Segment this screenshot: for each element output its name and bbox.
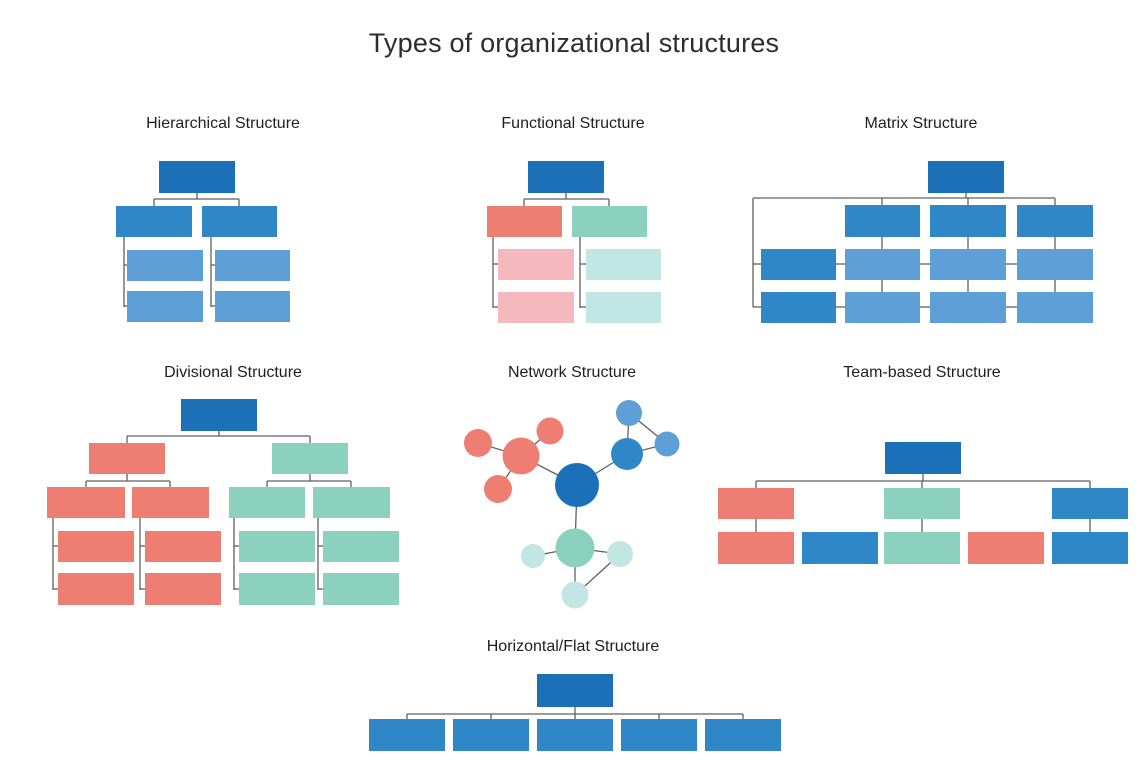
team-lead-center-box bbox=[884, 488, 960, 519]
net-teal-left-node bbox=[521, 544, 545, 568]
net-teal-hub-node bbox=[555, 528, 595, 568]
flat-staff-4-box bbox=[621, 719, 697, 751]
div-left-dept-1-staff-1-box bbox=[58, 531, 134, 562]
hier-manager-left-box bbox=[116, 206, 192, 237]
matrix-function-3-box bbox=[1017, 205, 1093, 237]
net-teal-right-node bbox=[607, 541, 633, 567]
net-blue-top-node bbox=[616, 400, 642, 426]
panel-title-team-based: Team-based Structure bbox=[843, 364, 1001, 381]
matrix-cell-r2c1-box bbox=[845, 292, 920, 323]
div-left-dept-2-box bbox=[132, 487, 209, 518]
div-right-dept-1-box bbox=[229, 487, 305, 518]
func-dept-left-box bbox=[487, 206, 562, 237]
div-right-dept-2-staff-2-box bbox=[323, 573, 399, 605]
matrix-cell-r1c1-box bbox=[845, 249, 920, 280]
hier-staff-right-1-box bbox=[215, 250, 290, 281]
flat-staff-1-box bbox=[369, 719, 445, 751]
div-right-dept-1-staff-2-box bbox=[239, 573, 315, 605]
hier-staff-right-2-box bbox=[215, 291, 290, 322]
matrix-function-2-box bbox=[930, 205, 1006, 237]
panel-title-hierarchical: Hierarchical Structure bbox=[146, 115, 300, 132]
func-dept-right-box bbox=[572, 206, 647, 237]
func-team-left-1-box bbox=[498, 249, 574, 280]
hier-manager-right-box bbox=[202, 206, 277, 237]
flat-staff-5-box bbox=[705, 719, 781, 751]
net-blue-hub-node bbox=[611, 438, 643, 470]
hier-root-box bbox=[159, 161, 235, 193]
team-member-5-box bbox=[1052, 532, 1128, 564]
matrix-root-box bbox=[928, 161, 1004, 193]
net-red-top-node bbox=[536, 417, 564, 445]
net-teal-bottom-node bbox=[561, 581, 589, 609]
div-root-box bbox=[181, 399, 257, 431]
net-red-bottom-node bbox=[484, 475, 512, 503]
div-left-dept-2-staff-2-box bbox=[145, 573, 221, 605]
team-root-box bbox=[885, 442, 961, 474]
matrix-cell-r2c3-box bbox=[1017, 292, 1093, 323]
team-lead-left-box bbox=[718, 488, 794, 519]
div-left-dept-2-staff-1-box bbox=[145, 531, 221, 562]
matrix-cell-r1c3-box bbox=[1017, 249, 1093, 280]
hier-staff-left-2-box bbox=[127, 291, 203, 322]
matrix-cell-r1c2-box bbox=[930, 249, 1006, 280]
net-red-hub-node bbox=[502, 437, 540, 475]
div-division-left-box bbox=[89, 443, 165, 474]
matrix-function-1-box bbox=[845, 205, 920, 237]
flat-root-box bbox=[537, 674, 613, 707]
panel-title-matrix: Matrix Structure bbox=[864, 115, 978, 132]
page-title: Types of organizational structures bbox=[368, 28, 780, 58]
flat-staff-3-box bbox=[537, 719, 613, 751]
func-team-right-2-box bbox=[586, 292, 661, 323]
div-right-dept-2-box bbox=[313, 487, 390, 518]
matrix-project-lead-1-box bbox=[761, 249, 836, 280]
panel-title-functional: Functional Structure bbox=[501, 115, 645, 132]
team-member-4-box bbox=[968, 532, 1044, 564]
team-member-1-box bbox=[718, 532, 794, 564]
div-division-right-box bbox=[272, 443, 348, 474]
func-team-left-2-box bbox=[498, 292, 574, 323]
team-member-2-box bbox=[802, 532, 878, 564]
div-left-dept-1-staff-2-box bbox=[58, 573, 134, 605]
func-team-right-1-box bbox=[586, 249, 661, 280]
func-root-box bbox=[528, 161, 604, 193]
matrix-cell-r2c2-box bbox=[930, 292, 1006, 323]
hier-staff-left-1-box bbox=[127, 250, 203, 281]
net-central-hub-node bbox=[555, 463, 599, 507]
panel-title-horizontal-flat: Horizontal/Flat Structure bbox=[486, 638, 660, 655]
team-member-3-box bbox=[884, 532, 960, 564]
div-left-dept-1-box bbox=[47, 487, 125, 518]
panel-title-divisional: Divisional Structure bbox=[164, 364, 302, 381]
flat-staff-2-box bbox=[453, 719, 529, 751]
panel-title-network: Network Structure bbox=[507, 364, 637, 381]
div-right-dept-2-staff-1-box bbox=[323, 531, 399, 562]
div-right-dept-1-staff-1-box bbox=[239, 531, 315, 562]
matrix-project-lead-2-box bbox=[761, 292, 836, 323]
team-lead-right-box bbox=[1052, 488, 1128, 519]
net-blue-right-node bbox=[654, 431, 680, 457]
net-red-left-node bbox=[464, 429, 492, 457]
